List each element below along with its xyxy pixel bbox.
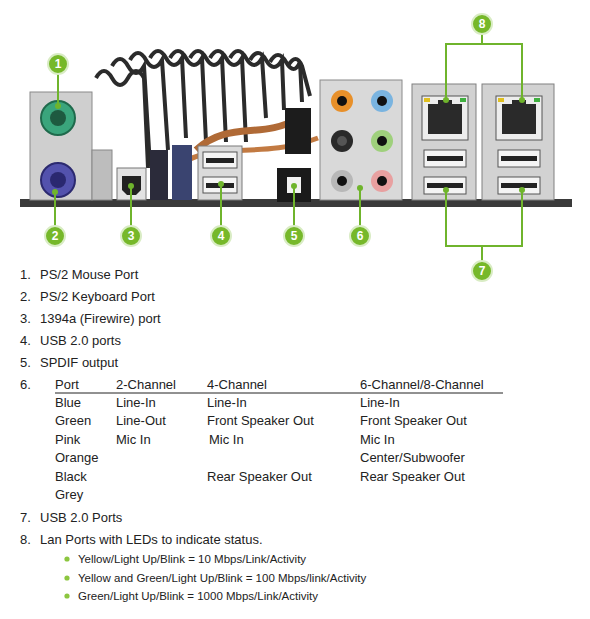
audio-panel <box>320 80 402 200</box>
capacitor <box>285 108 311 154</box>
status-note: Yellow/Light Up/Blink = 10 Mbps/Link/Act… <box>78 551 306 567</box>
list-text: Line-In <box>207 395 247 411</box>
list-text: Rear Speaker Out <box>360 469 465 485</box>
list-text: Rear Speaker Out <box>207 469 312 485</box>
usb-port <box>203 152 237 168</box>
list-text: Pink <box>55 432 80 448</box>
lan-usb-stacks <box>412 84 554 200</box>
list-text: Mic In <box>116 432 151 448</box>
port-pins <box>50 110 66 126</box>
list-text: 6-Channel/8-Channel <box>360 377 484 393</box>
audio-jack <box>371 90 393 112</box>
list-text: Orange <box>55 450 98 466</box>
list-text: 3. <box>20 311 31 327</box>
bullet-dots <box>64 556 69 598</box>
list-text: Grey <box>55 487 83 503</box>
list-text: 7. <box>20 510 31 526</box>
list-text: Mic In <box>209 432 244 448</box>
audio-jack <box>371 130 393 152</box>
list-text: Mic In <box>360 432 395 448</box>
capacitor <box>150 150 168 200</box>
list-text: PS/2 Keyboard Port <box>40 289 155 305</box>
list-text: Line-Out <box>116 413 166 429</box>
list-text: Line-In <box>116 395 156 411</box>
list-text: Black <box>55 469 87 485</box>
list-text: 5. <box>20 355 31 371</box>
list-text: Lan Ports with LEDs to indicate status. <box>40 532 263 548</box>
header-underline <box>55 393 503 394</box>
list-text: PS/2 Mouse Port <box>40 267 138 283</box>
status-note: Yellow and Green/Light Up/Blink = 100 Mb… <box>78 570 366 586</box>
list-text: USB 2.0 ports <box>40 333 121 349</box>
list-text: Line-In <box>360 395 400 411</box>
list-text: Center/Subwoofer <box>360 450 465 466</box>
ps2-mouse-port <box>41 101 75 135</box>
callout-number: 4 <box>211 226 231 246</box>
list-text: Front Speaker Out <box>207 413 314 429</box>
list-text: Front Speaker Out <box>360 413 467 429</box>
list-text: Blue <box>55 395 81 411</box>
audio-jack <box>331 90 353 112</box>
usb-tongue <box>206 158 234 163</box>
metal-tab <box>92 150 112 200</box>
callout-number: 2 <box>45 226 65 246</box>
callout-circles <box>45 14 492 281</box>
list-text: USB 2.0 Ports <box>40 510 122 526</box>
callout-number: 7 <box>472 261 492 281</box>
list-text: 4-Channel <box>207 377 267 393</box>
list-text: Port <box>55 377 79 393</box>
list-text: 2-Channel <box>116 377 176 393</box>
callout-number: 1 <box>48 54 68 74</box>
capacitor <box>172 145 192 200</box>
callout-number: 5 <box>284 226 304 246</box>
list-text: 1. <box>20 267 31 283</box>
list-text: 6. <box>20 377 31 393</box>
callout-number: 6 <box>350 226 370 246</box>
ps2-keyboard-port <box>41 163 75 197</box>
list-text: 4. <box>20 333 31 349</box>
list-text: 1394a (Firewire) port <box>40 311 161 327</box>
leader-dots <box>52 97 525 195</box>
audio-jack <box>371 170 393 192</box>
io-bracket <box>30 92 92 200</box>
jack-holes <box>337 96 387 186</box>
callout-number: 3 <box>121 226 141 246</box>
list-text: Green <box>55 413 91 429</box>
audio-jack <box>331 170 353 192</box>
status-note: Green/Light Up/Blink = 1000 Mbps/Link/Ac… <box>78 588 318 604</box>
list-text: 2. <box>20 289 31 305</box>
leader-lines <box>55 34 522 261</box>
port-pins <box>50 172 66 188</box>
audio-jack <box>331 130 353 152</box>
list-text: 8. <box>20 532 31 548</box>
callout-number: 8 <box>472 14 492 34</box>
list-text: SPDIF output <box>40 355 118 371</box>
